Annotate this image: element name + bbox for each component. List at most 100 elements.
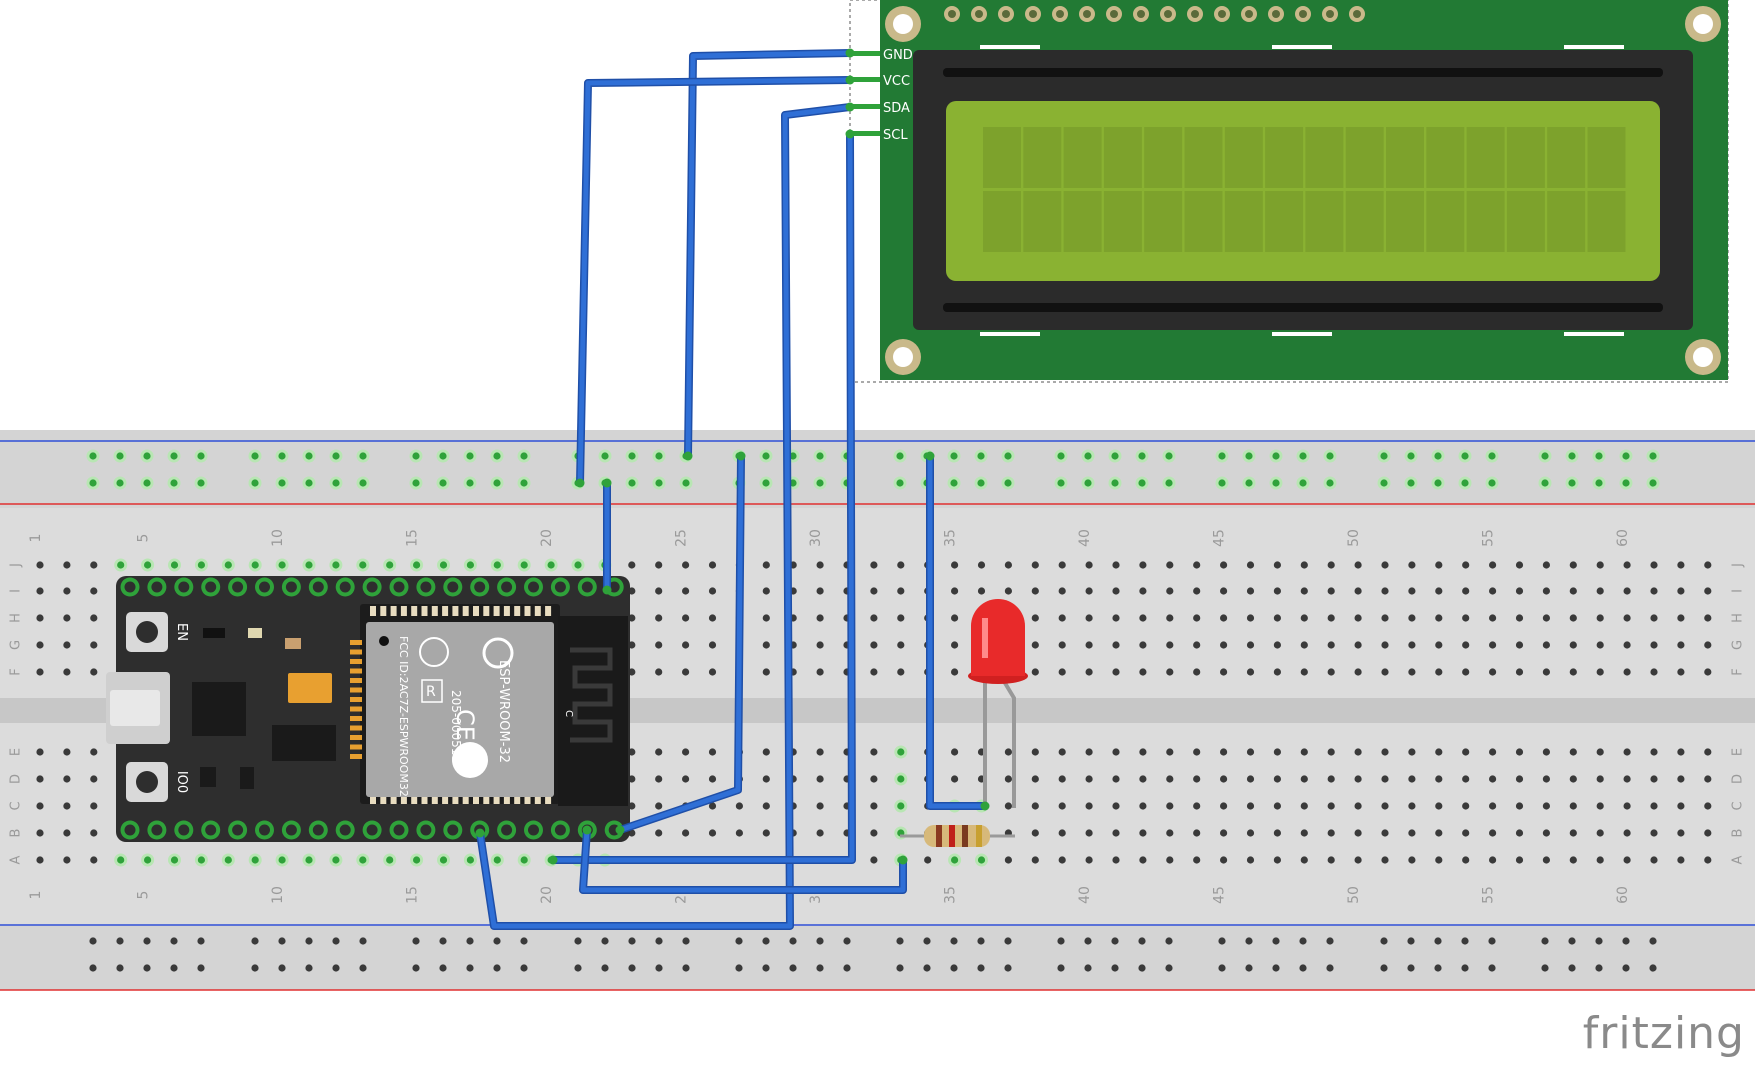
wroom-pad <box>400 794 407 804</box>
terminal-hole <box>1677 614 1685 622</box>
rail-hole <box>950 964 958 972</box>
terminal-hole <box>413 856 421 864</box>
terminal-hole <box>682 641 690 649</box>
rail-hole <box>628 479 636 487</box>
rail-hole <box>197 937 205 945</box>
terminal-hole <box>1193 856 1201 864</box>
terminal-hole <box>1381 587 1389 595</box>
terminal-hole <box>870 856 878 864</box>
terminal-hole <box>1489 856 1497 864</box>
esp-pin-hole <box>151 581 163 593</box>
row-label: B <box>9 829 24 838</box>
terminal-hole <box>655 668 663 676</box>
terminal-hole <box>1704 775 1712 783</box>
rail-hole <box>1004 964 1012 972</box>
terminal-hole <box>816 748 824 756</box>
rail-hole <box>1084 452 1092 460</box>
terminal-hole <box>816 829 824 837</box>
row-label: F <box>9 668 24 675</box>
rail-hole <box>116 964 124 972</box>
terminal-hole <box>63 829 71 837</box>
terminal-hole <box>305 561 313 569</box>
rail-hole <box>439 479 447 487</box>
esp-pin-hole <box>339 581 351 593</box>
esp-pin-hole <box>474 581 486 593</box>
terminal-hole <box>1220 802 1228 810</box>
terminal-hole <box>574 561 582 569</box>
resistor-band <box>936 825 942 847</box>
rail-hole <box>1057 964 1065 972</box>
terminal-hole <box>63 641 71 649</box>
lcd-char-cell <box>1023 191 1062 252</box>
terminal-hole <box>1273 614 1281 622</box>
terminal-hole <box>144 856 152 864</box>
terminal-hole <box>1515 668 1524 676</box>
terminal-hole <box>1408 587 1416 595</box>
lcd-char-cell <box>1305 127 1344 188</box>
esp-pin-hole <box>232 824 244 836</box>
wire-vcc-outline <box>576 76 854 487</box>
wire-end <box>845 75 855 85</box>
terminal-hole <box>1273 856 1281 864</box>
header-pad-hole <box>1272 10 1280 18</box>
terminal-hole <box>1300 561 1308 569</box>
rail-hole <box>305 964 313 972</box>
wire-end <box>736 451 746 461</box>
pin-lead <box>850 104 880 109</box>
rail-hole <box>896 937 904 945</box>
terminal-hole <box>1596 561 1604 569</box>
column-label: 50 <box>1346 529 1362 547</box>
module-number-text: 205-000519 <box>449 690 463 763</box>
terminal-hole <box>1650 561 1658 569</box>
rail-hole <box>1057 937 1065 945</box>
terminal-hole <box>1112 614 1120 622</box>
column-label: 35 <box>943 529 959 547</box>
terminal-hole <box>1085 668 1093 676</box>
lcd-char-cell <box>1587 127 1626 188</box>
terminal-hole <box>708 614 717 622</box>
terminal-hole <box>816 641 824 649</box>
rail-hole <box>439 452 447 460</box>
rail-hole <box>1084 479 1092 487</box>
lcd-char-cell <box>1184 127 1223 188</box>
column-label: 5 <box>136 891 152 900</box>
terminal-hole <box>90 775 98 783</box>
terminal-hole <box>1139 641 1147 649</box>
rail-hole <box>1568 452 1576 460</box>
rail-hole <box>601 964 609 972</box>
terminal-hole <box>1596 829 1604 837</box>
rail-hole <box>1407 452 1415 460</box>
rail-hole <box>1165 937 1173 945</box>
mounting-hole <box>1693 347 1713 367</box>
r-mark-box <box>421 679 443 703</box>
lcd-char-cell <box>1547 127 1586 188</box>
terminal-hole <box>1381 561 1389 569</box>
rail-hole <box>1488 452 1496 460</box>
row-label: E <box>1731 748 1746 756</box>
rail-hole <box>655 452 663 460</box>
terminal-hole <box>386 561 394 569</box>
terminal-hole <box>897 748 905 756</box>
terminal-hole <box>1058 856 1066 864</box>
lcd-char-cell <box>1224 191 1263 252</box>
rail-hole <box>89 452 97 460</box>
column-label: 15 <box>405 529 421 547</box>
esp-pin-hole <box>312 824 324 836</box>
bezel-tab <box>980 332 1040 336</box>
rail-hole <box>950 479 958 487</box>
terminal-hole <box>1273 561 1281 569</box>
terminal-hole <box>1381 775 1389 783</box>
terminal-hole <box>1193 641 1201 649</box>
terminal-hole <box>63 748 71 756</box>
esp-pin-hole <box>312 581 324 593</box>
terminal-hole <box>1542 775 1550 783</box>
esp-pin-hole <box>178 581 190 593</box>
terminal-hole <box>1515 748 1524 756</box>
terminal-hole <box>1515 802 1524 810</box>
terminal-hole <box>1515 829 1524 837</box>
terminal-hole <box>951 775 959 783</box>
row-label: H <box>1731 613 1746 623</box>
terminal-hole <box>1058 748 1066 756</box>
wire-led <box>927 453 988 809</box>
terminal-hole <box>1650 587 1658 595</box>
